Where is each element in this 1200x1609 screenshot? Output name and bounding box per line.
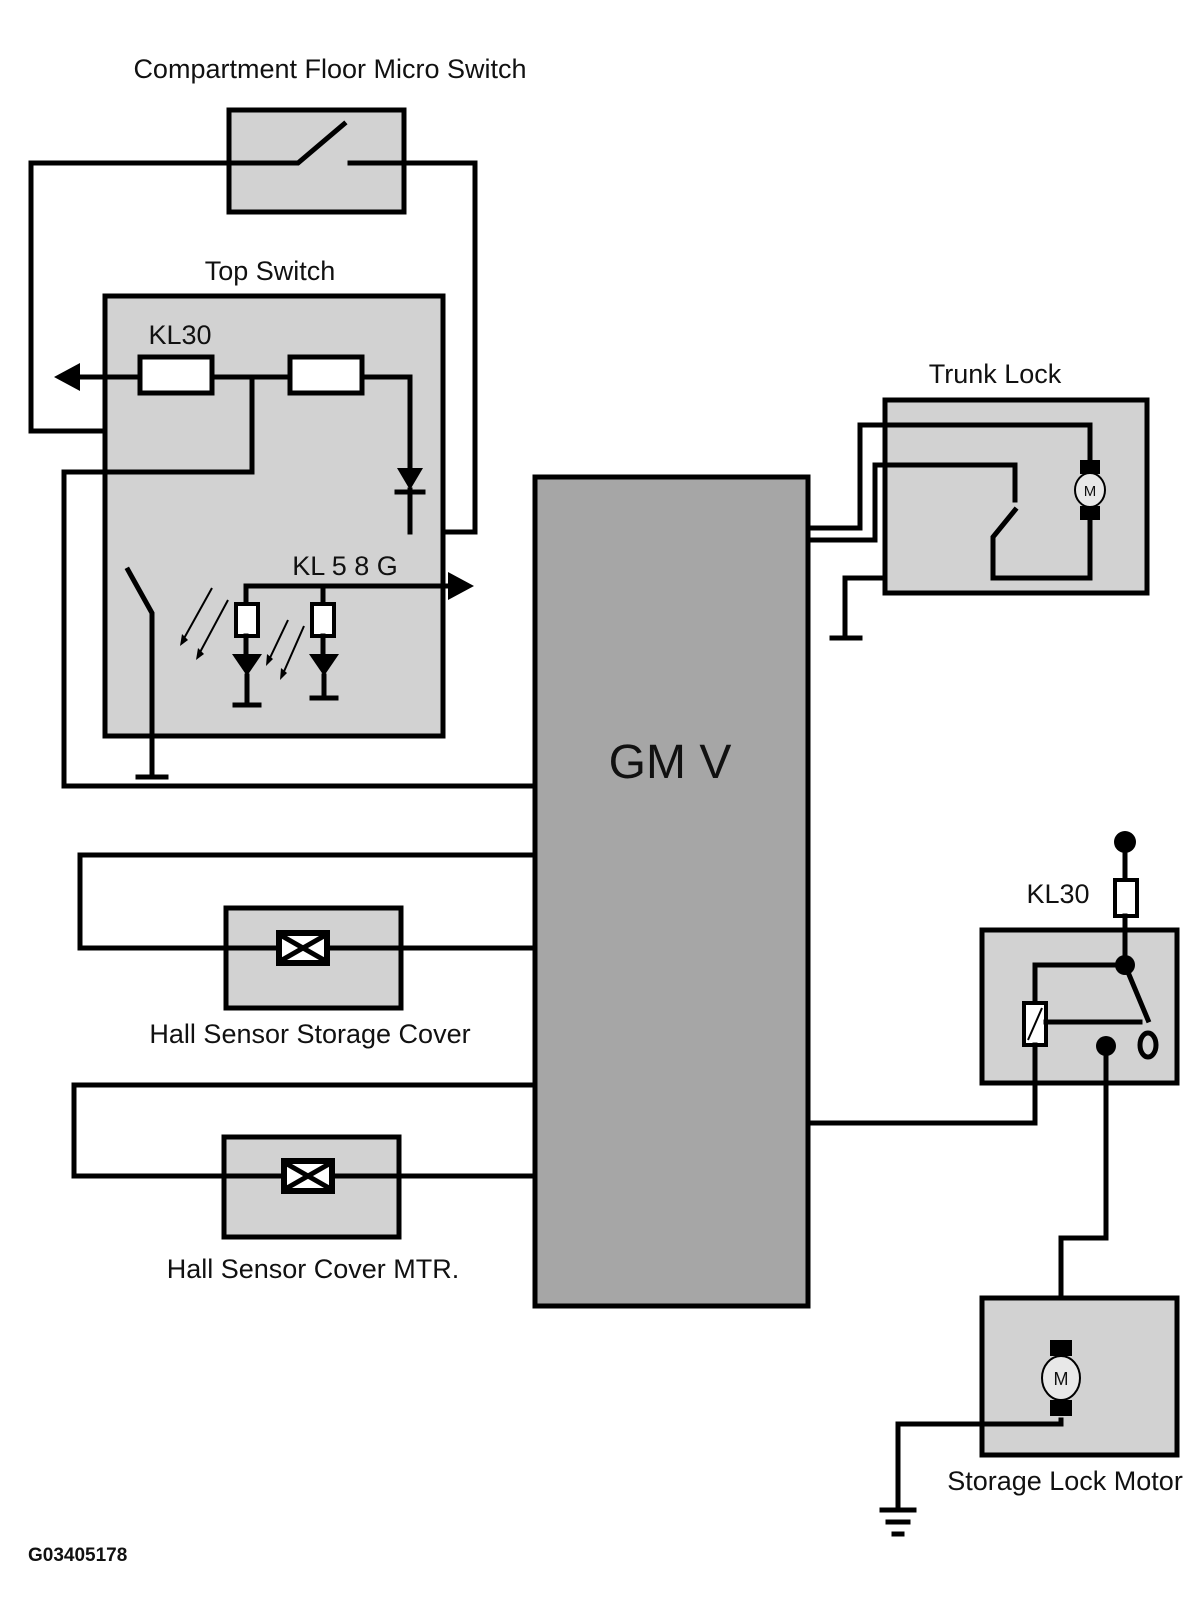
storage-motor-letter: M — [1054, 1369, 1069, 1389]
trunk-motor-letter: M — [1084, 483, 1097, 500]
diode — [397, 468, 423, 490]
led2-resistor — [310, 602, 336, 638]
hall-mtr-label: Hall Sensor Cover MTR. — [167, 1254, 460, 1284]
led-grounds — [232, 673, 339, 708]
kl58g-label: KL 5 8 G — [292, 551, 398, 581]
trunk-switch-blade — [990, 506, 1093, 581]
kl30-right-label: KL30 — [1026, 879, 1089, 909]
top-switch-blade — [124, 566, 155, 778]
micro-switch-label: Compartment Floor Micro Switch — [133, 54, 526, 84]
wire-to-diode — [359, 374, 413, 478]
light-arrows — [180, 587, 305, 680]
micro-switch — [226, 107, 407, 215]
wire-top-ground-loop — [61, 374, 538, 789]
top-switch — [54, 293, 538, 789]
micro-switch-contact — [227, 120, 348, 166]
wire-motor-ground — [895, 1417, 1064, 1511]
hall-storage-label: Hall Sensor Storage Cover — [149, 1019, 470, 1049]
kl30-top-label: KL30 — [148, 320, 211, 350]
relay — [805, 831, 1180, 1343]
kl58g-line — [243, 583, 451, 607]
trunk-lock: M — [805, 397, 1150, 641]
hall-sensor-mtr — [71, 1082, 538, 1240]
kl58g-arrow — [448, 572, 474, 600]
ground-symbol — [879, 1507, 917, 1537]
storage-motor — [1041, 1355, 1081, 1401]
gmv-module — [532, 474, 811, 1309]
storage-motor-label: Storage Lock Motor — [947, 1466, 1183, 1496]
led2 — [309, 654, 339, 676]
trunk-motor — [1074, 472, 1106, 508]
hall-sensor-storage — [77, 852, 538, 1011]
gmv-label: GM V — [609, 736, 732, 789]
wire-trunk-switch — [805, 462, 1018, 543]
relay-box — [979, 927, 1180, 1086]
led1-resistor — [234, 602, 260, 638]
storage-motor-box — [979, 1295, 1180, 1458]
trunk-lock-label: Trunk Lock — [929, 359, 1062, 389]
trunk-ground — [829, 575, 888, 641]
wire-trunk-motor — [805, 422, 1093, 531]
top-switch-label: Top Switch — [205, 256, 336, 286]
resistor — [287, 354, 365, 396]
kl30-fuse — [137, 354, 215, 396]
kl30-right-fuse — [1113, 878, 1139, 918]
led1 — [232, 654, 262, 676]
figure-id: G03405178 — [28, 1545, 127, 1566]
wire-relay-motor — [1058, 1043, 1109, 1343]
storage-lock-motor: M — [879, 1295, 1180, 1537]
wire-gmv-relay — [805, 1042, 1038, 1126]
kl30-arrow-head — [54, 363, 80, 391]
